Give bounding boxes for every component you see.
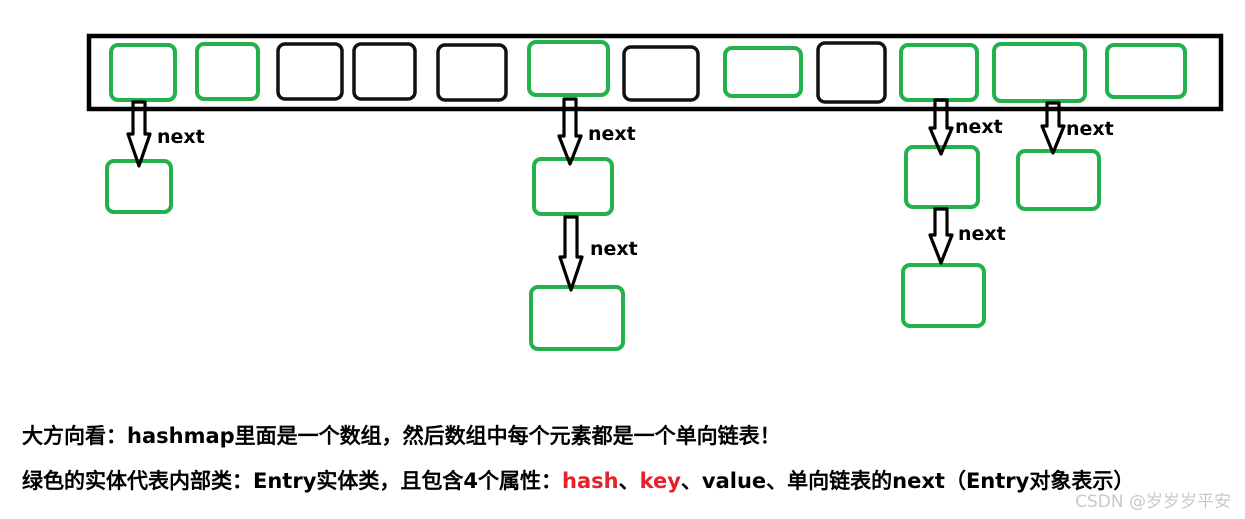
empty-bucket	[352, 42, 417, 101]
caption-overview-text: 大方向看：hashmap里面是一个数组，然后数组中每个元素都是一个单向链表！	[22, 424, 781, 448]
entry-bucket	[723, 46, 803, 98]
entry-bucket	[1105, 43, 1187, 99]
next-label: next	[590, 238, 638, 260]
next-arrow	[126, 100, 152, 168]
caption-entry-rest: 、value、单向链表的next（Entry对象表示）	[680, 469, 1135, 493]
caption-entry-description: 绿色的实体代表内部类：Entry实体类，且包含4个属性：hash、key、val…	[22, 465, 1134, 495]
entry-bucket	[195, 42, 260, 101]
next-label: next	[958, 223, 1006, 245]
entry-bucket	[899, 43, 979, 102]
hashmap-diagram: next next next next next next	[86, 33, 1224, 351]
next-label: next	[157, 126, 205, 148]
empty-bucket	[622, 45, 700, 102]
entry-node	[105, 159, 173, 214]
entry-bucket	[992, 42, 1087, 103]
empty-bucket	[816, 41, 887, 104]
next-label: next	[588, 123, 636, 145]
entry-node	[532, 157, 614, 216]
entry-node	[904, 145, 980, 209]
attr-hash: hash	[562, 469, 619, 493]
empty-bucket	[436, 43, 508, 102]
caption-overview: 大方向看：hashmap里面是一个数组，然后数组中每个元素都是一个单向链表！	[22, 420, 781, 450]
attr-key: key	[639, 469, 681, 493]
empty-bucket	[276, 42, 344, 101]
array-frame	[86, 33, 1224, 112]
next-label: next	[1066, 118, 1114, 140]
entry-node	[901, 263, 986, 328]
watermark: CSDN @岁岁岁平安	[1075, 492, 1231, 512]
caption-separator: 、	[618, 469, 640, 493]
next-label: next	[955, 116, 1003, 138]
next-arrow	[557, 97, 583, 166]
next-arrow	[558, 215, 584, 292]
caption-entry-prefix: 绿色的实体代表内部类：Entry实体类，且包含4个属性：	[22, 469, 562, 493]
next-arrow	[928, 98, 954, 156]
entry-node	[1016, 149, 1101, 211]
entry-bucket	[109, 43, 177, 102]
next-arrow	[928, 207, 954, 265]
entry-node	[529, 285, 625, 351]
next-arrow	[1040, 101, 1066, 155]
entry-bucket	[527, 40, 610, 97]
